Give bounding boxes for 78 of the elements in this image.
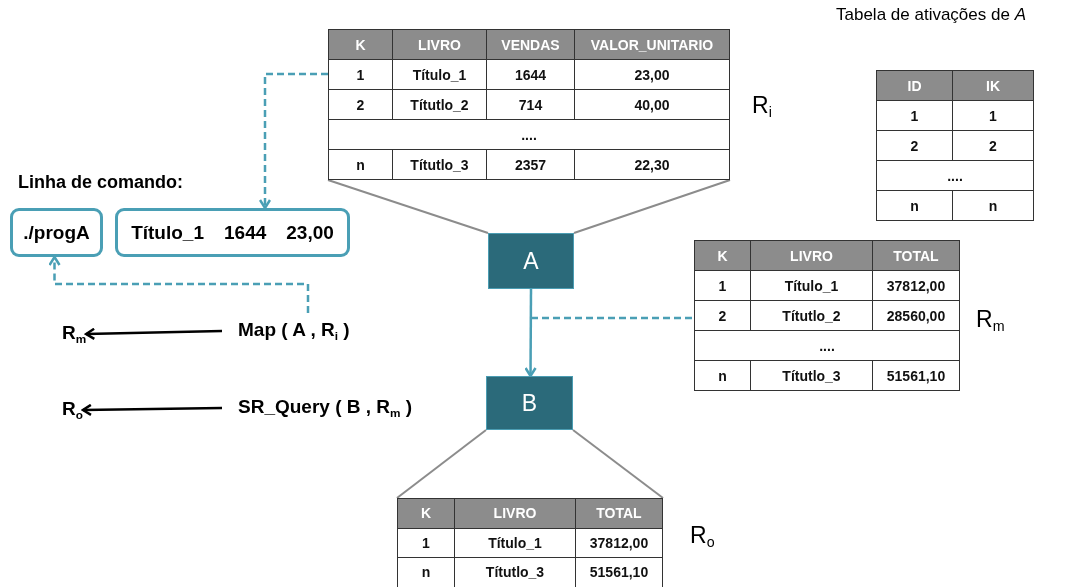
table-cell: 2 <box>953 131 1034 161</box>
table-cell: n <box>329 150 393 180</box>
dashed-connector <box>531 316 694 320</box>
table-header-cell: TOTAL <box>873 241 960 271</box>
table-cell: 23,00 <box>575 60 730 90</box>
connector-line <box>573 179 731 234</box>
table-cell: Títutlo_3 <box>455 558 576 587</box>
table-cell: Títutlo_3 <box>751 361 873 391</box>
table-cell: n <box>695 361 751 391</box>
table-cell: Títutlo_2 <box>393 90 487 120</box>
table-header-cell: TOTAL <box>576 499 663 529</box>
data-table <box>328 29 730 180</box>
data-table <box>876 70 1034 221</box>
table-cell: 40,00 <box>575 90 730 120</box>
program-box: ./progA <box>10 208 103 257</box>
connector-line <box>327 179 489 234</box>
result-label: R$_{m}$ <box>62 316 87 350</box>
table-cell: 37812,00 <box>873 271 960 301</box>
relation-label: R$_{m}$ <box>976 306 1005 335</box>
table-header-cell: LIVRO <box>393 30 487 60</box>
relation-label: R$_{o}$ <box>690 522 715 551</box>
argument-text: Título_1 <box>131 221 204 244</box>
argument-text: 1644 <box>224 221 267 244</box>
table-cell: 1 <box>953 101 1034 131</box>
table-cell: 22,30 <box>575 150 730 180</box>
table-header-cell: K <box>398 499 455 529</box>
table-cell: 28560,00 <box>873 301 960 331</box>
table-header-cell: ID <box>877 71 953 101</box>
table-cell: Título_1 <box>393 60 487 90</box>
process-box: A <box>488 233 574 289</box>
table-cell: 1 <box>877 101 953 131</box>
table-cell: 2 <box>695 301 751 331</box>
table-header-cell: VENDAS <box>487 30 575 60</box>
table-cell: n <box>877 191 953 221</box>
table-header-cell: K <box>695 241 751 271</box>
table-cell: Título_1 <box>455 528 576 558</box>
table-cell: .... <box>877 161 1034 191</box>
table-cell: n <box>398 558 455 587</box>
data-table <box>397 498 663 587</box>
table-title: Tabela de ativações de A <box>836 5 1026 25</box>
result-label: R$_{o}$ <box>62 392 83 426</box>
table-cell: 2357 <box>487 150 575 180</box>
table-cell: .... <box>329 120 730 150</box>
table-cell: 2 <box>329 90 393 120</box>
table-cell: 37812,00 <box>576 528 663 558</box>
table-header-cell: LIVRO <box>455 499 576 529</box>
table-cell: n <box>953 191 1034 221</box>
table-cell: 1 <box>398 528 455 558</box>
argument-text: 23,00 <box>286 221 334 244</box>
table-cell: Títutlo_3 <box>393 150 487 180</box>
table-cell: Títutlo_2 <box>751 301 873 331</box>
table-cell: 51561,10 <box>576 558 663 587</box>
function-call-text: SR_Query ( B , R$_{m}$ ) <box>238 390 413 424</box>
table-cell: 51561,10 <box>873 361 960 391</box>
table-header-cell: K <box>329 30 393 60</box>
table-cell: Título_1 <box>751 271 873 301</box>
connector-line <box>572 429 664 499</box>
table-header-cell: LIVRO <box>751 241 873 271</box>
arrow <box>524 289 537 378</box>
table-header-cell: VALOR_UNITARIO <box>575 30 730 60</box>
table-cell: 1 <box>329 60 393 90</box>
connector-line <box>396 429 487 499</box>
table-header-cell: IK <box>953 71 1034 101</box>
section-heading: Linha de comando: <box>18 172 183 193</box>
relation-label: R$_{i}$ <box>752 92 772 121</box>
arrow <box>84 327 223 341</box>
data-table <box>694 240 960 391</box>
arrow <box>81 403 222 417</box>
argument-box <box>115 208 350 257</box>
dashed-arrow <box>258 72 328 210</box>
table-cell: 714 <box>487 90 575 120</box>
function-call-text: Map ( A , R$_{i}$ ) <box>238 313 350 347</box>
table-cell: 1 <box>695 271 751 301</box>
process-box: B <box>486 376 573 430</box>
table-cell: .... <box>695 331 960 361</box>
dashed-arrow <box>48 255 310 313</box>
table-cell: 1644 <box>487 60 575 90</box>
table-cell: 2 <box>877 131 953 161</box>
